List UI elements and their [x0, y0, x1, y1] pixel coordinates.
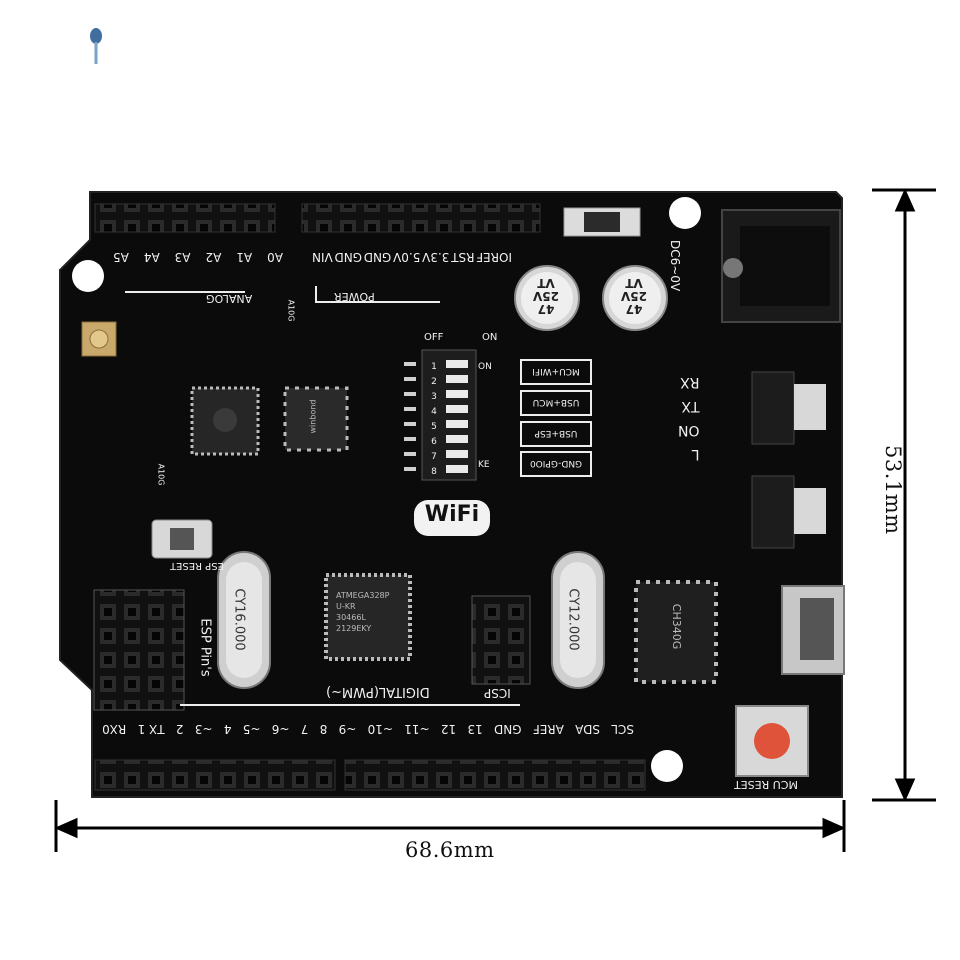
- analog-pin-labels: A0 A1 A2 A3 A4 A5: [113, 250, 283, 264]
- usb-chip: [634, 580, 718, 684]
- flash-chip: [283, 386, 349, 452]
- pin-label: AREF: [532, 722, 564, 736]
- pin-label: 4: [223, 722, 232, 736]
- dip-off-label: OFF: [424, 332, 444, 343]
- pin-label: A5: [113, 250, 129, 264]
- esp-reset-label: ESP RESET: [170, 560, 224, 571]
- mode-label: USB+ESP: [534, 428, 578, 438]
- esp-pin-header: [93, 589, 185, 711]
- power-header: [301, 203, 541, 233]
- crystal-right-label: CY12.000: [565, 588, 581, 651]
- pin-label: GND: [363, 250, 392, 264]
- usb-chip-label: CH340G: [670, 603, 684, 650]
- width-dimension: [54, 800, 846, 852]
- dip-switch: [421, 349, 477, 481]
- mode-label: GND-GPIO0: [529, 458, 583, 468]
- mcu-chip: [324, 573, 412, 661]
- wifi-logo: WiFi: [424, 502, 480, 527]
- dip-ke-label: KE: [478, 460, 490, 470]
- capacitor-left: [514, 265, 580, 331]
- pin-label: A2: [205, 250, 222, 264]
- pin-label: A0: [267, 250, 283, 264]
- pin-label: ~9: [338, 722, 357, 736]
- mcu-reset-label: MCU RESET: [734, 778, 798, 791]
- mode-box: [520, 421, 592, 447]
- pin-label: 7: [300, 722, 309, 736]
- pin-label: A4: [143, 250, 160, 264]
- pin-label: 2: [175, 722, 184, 736]
- power-pin-labels: IOREF RST 3.3V 5.0V GND GND VIN: [312, 250, 512, 264]
- pin-label: ~5: [242, 722, 261, 736]
- mode-box: [520, 359, 592, 385]
- digital-header-low: [94, 759, 336, 791]
- pin-label: ~10: [367, 722, 393, 736]
- resistor-label: A10G: [156, 463, 166, 486]
- pin-label: ~3: [194, 722, 213, 736]
- esp-pins-label: ESP Pin's: [197, 618, 213, 677]
- resistor-label: A10G: [286, 299, 296, 322]
- flash-chip-label: winbond: [308, 399, 318, 434]
- capacitor-right: [602, 265, 668, 331]
- pushpin-icon: [90, 28, 102, 64]
- pin-label: GND: [494, 722, 522, 736]
- height-dimension: [872, 188, 936, 802]
- pin-label: 5.0V: [393, 250, 421, 264]
- pin-label: 13: [467, 722, 483, 736]
- mode-label: USB+MCU: [532, 397, 580, 407]
- dc-input-label: DC6~0V: [668, 240, 682, 292]
- pin-label: 8: [319, 722, 328, 736]
- pin-label: A1: [236, 250, 253, 264]
- pin-label: SCL: [611, 722, 634, 736]
- mounting-hole: [72, 260, 104, 292]
- pin-label: ~11: [404, 722, 430, 736]
- mode-box: [520, 451, 592, 477]
- pin-label: 3.3V: [422, 250, 450, 264]
- analog-label: ANALOG: [206, 292, 253, 305]
- pin-label: RST: [451, 250, 475, 264]
- height-dimension-label: 53.1mm: [881, 445, 905, 535]
- pin-label: ~6: [271, 722, 290, 736]
- power-label: POWER: [334, 290, 375, 303]
- pin-label: SDA: [575, 722, 601, 736]
- analog-header: [94, 203, 276, 233]
- mode-label: MCU+WIFI: [532, 366, 580, 376]
- pin-label: RX0: [102, 722, 127, 736]
- width-dimension-label: 68.6mm: [405, 838, 495, 862]
- dip-on-label: ON: [482, 332, 498, 343]
- dip-on-right: ON: [478, 362, 492, 372]
- pin-label: GND: [334, 250, 363, 264]
- pin-label: A3: [174, 250, 191, 264]
- crystal-left-label: CY16.000: [231, 588, 247, 651]
- reset-button-cap: [754, 723, 790, 759]
- voltage-regulator: [751, 475, 795, 549]
- mounting-hole: [651, 750, 683, 782]
- mounting-hole: [669, 197, 701, 229]
- digital-pin-labels: SCL SDA AREF GND 13 12 ~11 ~10 ~9 8 7 ~6…: [102, 722, 634, 736]
- pin-label: IOREF: [476, 250, 512, 264]
- pin-label: TX 1: [137, 722, 165, 736]
- pin-label: 12: [440, 722, 457, 736]
- mcu-reset-button: [735, 705, 809, 777]
- voltage-regulator: [751, 371, 795, 445]
- digital-header-high: [344, 759, 646, 791]
- digital-label: DIGITAL(PWM~): [326, 684, 430, 699]
- pin-label: VIN: [312, 250, 333, 264]
- icsp-label: ICSP: [484, 686, 511, 700]
- icsp-header: [471, 595, 531, 685]
- mode-box: [520, 390, 592, 416]
- wifi-logo-box: [414, 500, 490, 536]
